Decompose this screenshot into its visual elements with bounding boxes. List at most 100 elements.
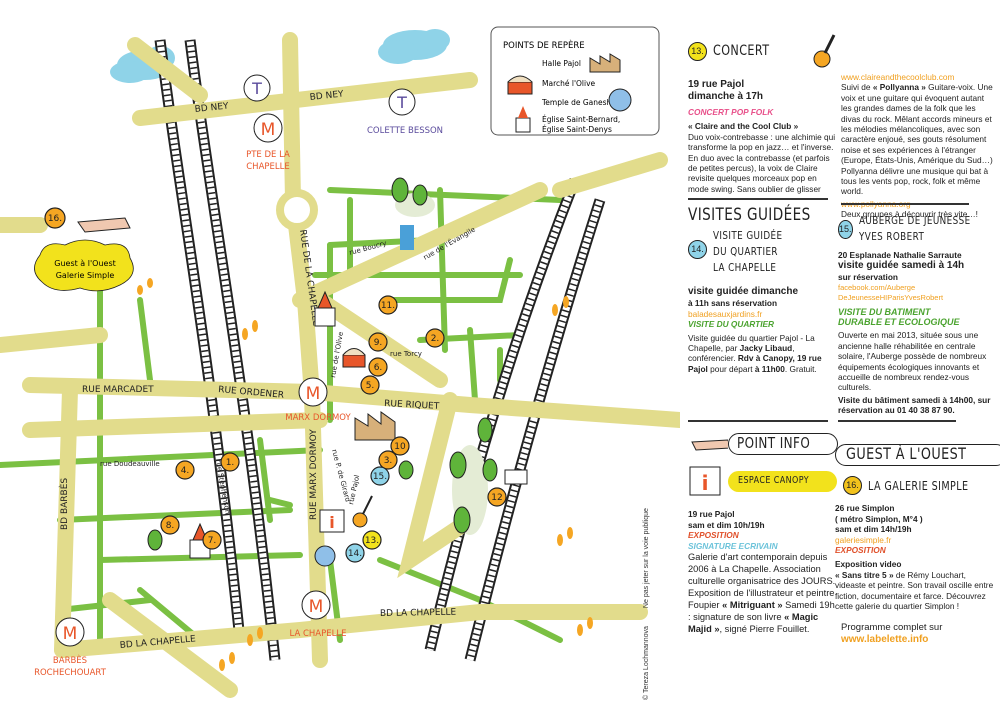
map-marker-13[interactable]: 13. (362, 530, 382, 550)
map-marker-9[interactable]: 9. (368, 332, 388, 352)
concert-continued: www.claireandthecoolclub.com Suivi de « … (841, 72, 993, 220)
road-label: RUE MARCADET (82, 385, 154, 395)
map-marker-5[interactable]: 5. (360, 375, 380, 395)
road-label: BD NEY (309, 89, 344, 103)
market-icon (507, 81, 533, 95)
divider (688, 420, 828, 422)
svg-text:CHAPELLE: CHAPELLE (246, 162, 289, 172)
svg-text:MARX DORMOY: MARX DORMOY (285, 413, 351, 423)
svg-text:Guest à l'Ouest: Guest à l'Ouest (54, 259, 116, 268)
svg-text:3.: 3. (384, 456, 393, 466)
svg-text:12: 12 (491, 493, 502, 503)
svg-text:T: T (396, 93, 407, 112)
church-icon (314, 290, 336, 327)
info-icon: i (689, 466, 721, 496)
pointing-hand-icon (77, 217, 131, 233)
church-icon (515, 117, 531, 133)
road-label: RUE RIQUET (384, 399, 440, 412)
svg-text:4.: 4. (181, 466, 190, 476)
book-icon (504, 469, 528, 485)
svg-text:M: M (309, 597, 324, 617)
svg-text:Galerie Simple: Galerie Simple (56, 271, 115, 280)
roads (0, 32, 680, 698)
svg-text:10: 10 (394, 442, 406, 452)
map-marker-1[interactable]: 1. (220, 452, 240, 472)
svg-text:COLETTE BESSON: COLETTE BESSON (367, 126, 443, 136)
road-label: BD NEY (194, 101, 229, 115)
map-marker-3[interactable]: 3. (378, 450, 398, 470)
street-label: rue Torcy (390, 350, 422, 358)
guitar-icon (352, 495, 373, 528)
tree-icons (147, 177, 498, 551)
svg-text:i: i (329, 513, 334, 532)
marche-olive-icon (342, 348, 366, 368)
svg-text:14.: 14. (348, 549, 362, 559)
road-label: BD LA CHAPELLE (380, 608, 457, 619)
svg-text:M: M (63, 624, 78, 644)
svg-text:Halle Pajol: Halle Pajol (542, 59, 581, 68)
neighborhood-map: BD NEY BD NEY RUE DE LA CHAPELLE RUE MAR… (0, 26, 680, 698)
tram-station[interactable]: T (243, 74, 271, 102)
map-marker-7[interactable]: 7. (202, 530, 222, 550)
factory-icon (589, 53, 621, 73)
svg-text:15.: 15. (373, 472, 387, 482)
map-marker-11[interactable]: 11. (378, 295, 398, 315)
map-marker-2[interactable]: 2. (425, 328, 445, 348)
guest-title: GUEST À L'OUEST (846, 444, 967, 463)
map-marker-8[interactable]: 8. (160, 515, 180, 535)
halle-pajol-icon (354, 411, 396, 441)
map-marker-14[interactable]: 14. (345, 543, 365, 563)
claire-link[interactable]: www.claireandthecoolclub.com (841, 72, 955, 82)
street-label: rue Doudeauville (100, 460, 160, 468)
svg-text:Église Saint-Denys: Église Saint-Denys (542, 125, 612, 134)
svg-text:M: M (261, 120, 276, 140)
road-label: BD BARBÈS (58, 478, 70, 530)
legend-title: POINTS DE REPÈRE (503, 39, 585, 51)
divider (838, 420, 956, 422)
point-info-title: POINT INFO (737, 434, 811, 452)
balades-link[interactable]: baladesauxjardins.fr (688, 308, 763, 319)
metro-station[interactable]: M LA CHAPELLE (290, 590, 347, 639)
svg-text:2.: 2. (431, 334, 440, 344)
svg-text:1.: 1. (226, 458, 235, 468)
footprints-icon (137, 278, 593, 671)
credits: © Tereza LochmannovaNe pas jeter sur la … (643, 508, 650, 700)
guitar-icon (813, 34, 836, 68)
divider (688, 198, 828, 200)
svg-text:11.: 11. (381, 301, 395, 311)
street-label: rue Pajol (347, 474, 361, 505)
tram-station[interactable]: T COLETTE BESSON (367, 88, 443, 136)
svg-text:7.: 7. (208, 536, 217, 546)
map-marker-16[interactable]: 16. (44, 207, 66, 229)
svg-text:Marché l'Olive: Marché l'Olive (542, 79, 596, 88)
ganesh-temple-icon (314, 545, 336, 567)
svg-text:13.: 13. (365, 536, 379, 546)
map-marker-6[interactable]: 6. (368, 357, 388, 377)
svg-text:5.: 5. (366, 381, 375, 391)
map-marker-15[interactable]: 15. (370, 466, 390, 486)
svg-text:6.: 6. (374, 363, 383, 373)
map-marker-4[interactable]: 4. (175, 460, 195, 480)
svg-text:LA CHAPELLE: LA CHAPELLE (290, 629, 347, 639)
concert-title: CONCERT (713, 42, 770, 59)
map-marker-10[interactable]: 10 (390, 436, 410, 456)
divider (841, 203, 969, 205)
visites-title: VISITES GUIDÉES (688, 205, 811, 225)
labelette-link[interactable]: www.labelette.info (841, 633, 929, 645)
espace-canopy-label: ESPACE CANOPY (728, 471, 837, 492)
map-marker-12[interactable]: 12 (487, 487, 507, 507)
galerie-link[interactable]: galeriesimple.fr (835, 534, 892, 545)
svg-text:Temple de Ganesh: Temple de Ganesh (541, 98, 612, 107)
pond (400, 225, 414, 250)
guest-section: GUEST À L'OUEST 16.LA GALERIE SIMPLE 26 … (835, 444, 1000, 645)
info-point-icon[interactable]: i (319, 509, 345, 533)
